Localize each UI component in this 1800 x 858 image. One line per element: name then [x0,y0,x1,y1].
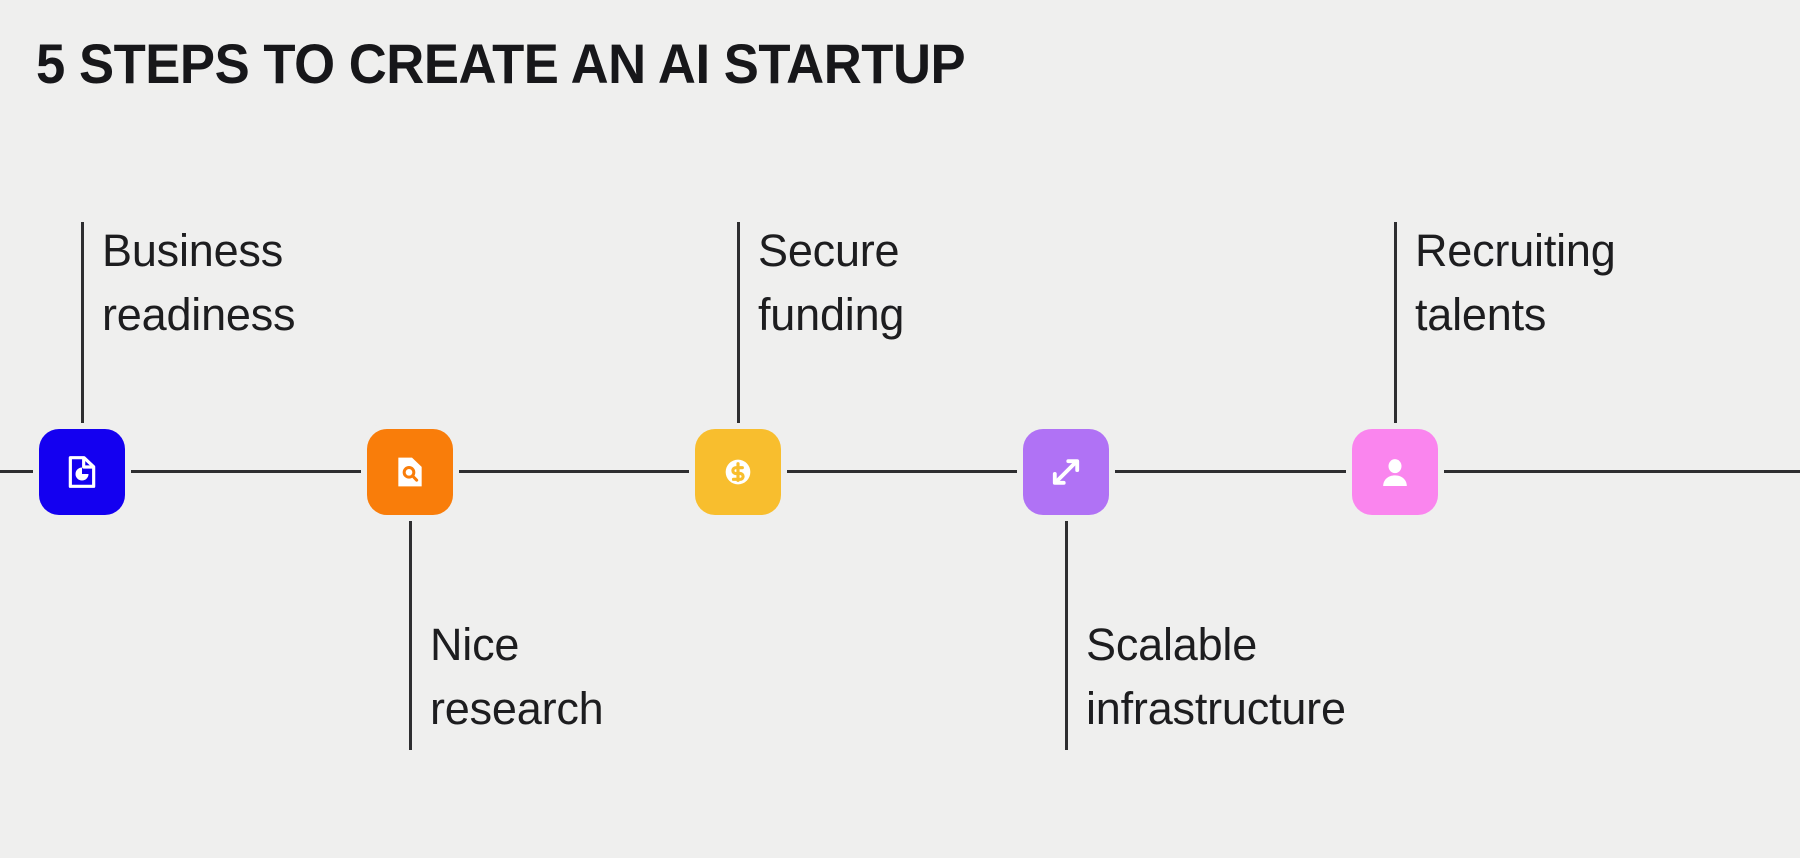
connector-stem-4 [1065,515,1068,750]
connector-stem-2 [409,515,412,750]
step-label-4: Scalable infrastructure [1086,613,1346,741]
step-label-4-line-2: infrastructure [1086,683,1346,734]
step-icon-tile-3[interactable] [695,429,781,515]
step-label-3-line-2: funding [758,289,905,340]
step-label-1-line-2: readiness [102,289,296,340]
step-label-1-line-1: Business [102,225,283,276]
step-icon-tile-4[interactable] [1023,429,1109,515]
timeline-axis [0,470,1800,473]
step-icon-tile-5[interactable] [1352,429,1438,515]
step-label-3: Secure funding [758,219,904,347]
step-label-2-line-2: research [430,683,604,734]
page-title: 5 STEPS TO CREATE AN AI STARTUP [36,32,966,95]
document-pie-chart-icon [62,452,102,492]
expand-arrows-icon [1045,451,1087,493]
step-label-1: Business readiness [102,219,296,347]
dollar-coin-icon [718,452,758,492]
step-label-5-line-1: Recruiting [1415,225,1616,276]
step-label-3-line-1: Secure [758,225,900,276]
user-person-icon [1375,452,1415,492]
step-icon-tile-2[interactable] [367,429,453,515]
step-icon-tile-1[interactable] [39,429,125,515]
step-label-2: Nice research [430,613,604,741]
step-label-4-line-1: Scalable [1086,619,1258,670]
step-label-2-line-1: Nice [430,619,520,670]
connector-stem-3 [737,222,740,427]
connector-stem-5 [1394,222,1397,427]
step-label-5: Recruiting talents [1415,219,1616,347]
connector-stem-1 [81,222,84,427]
document-search-icon [390,452,430,492]
step-label-5-line-2: talents [1415,289,1547,340]
